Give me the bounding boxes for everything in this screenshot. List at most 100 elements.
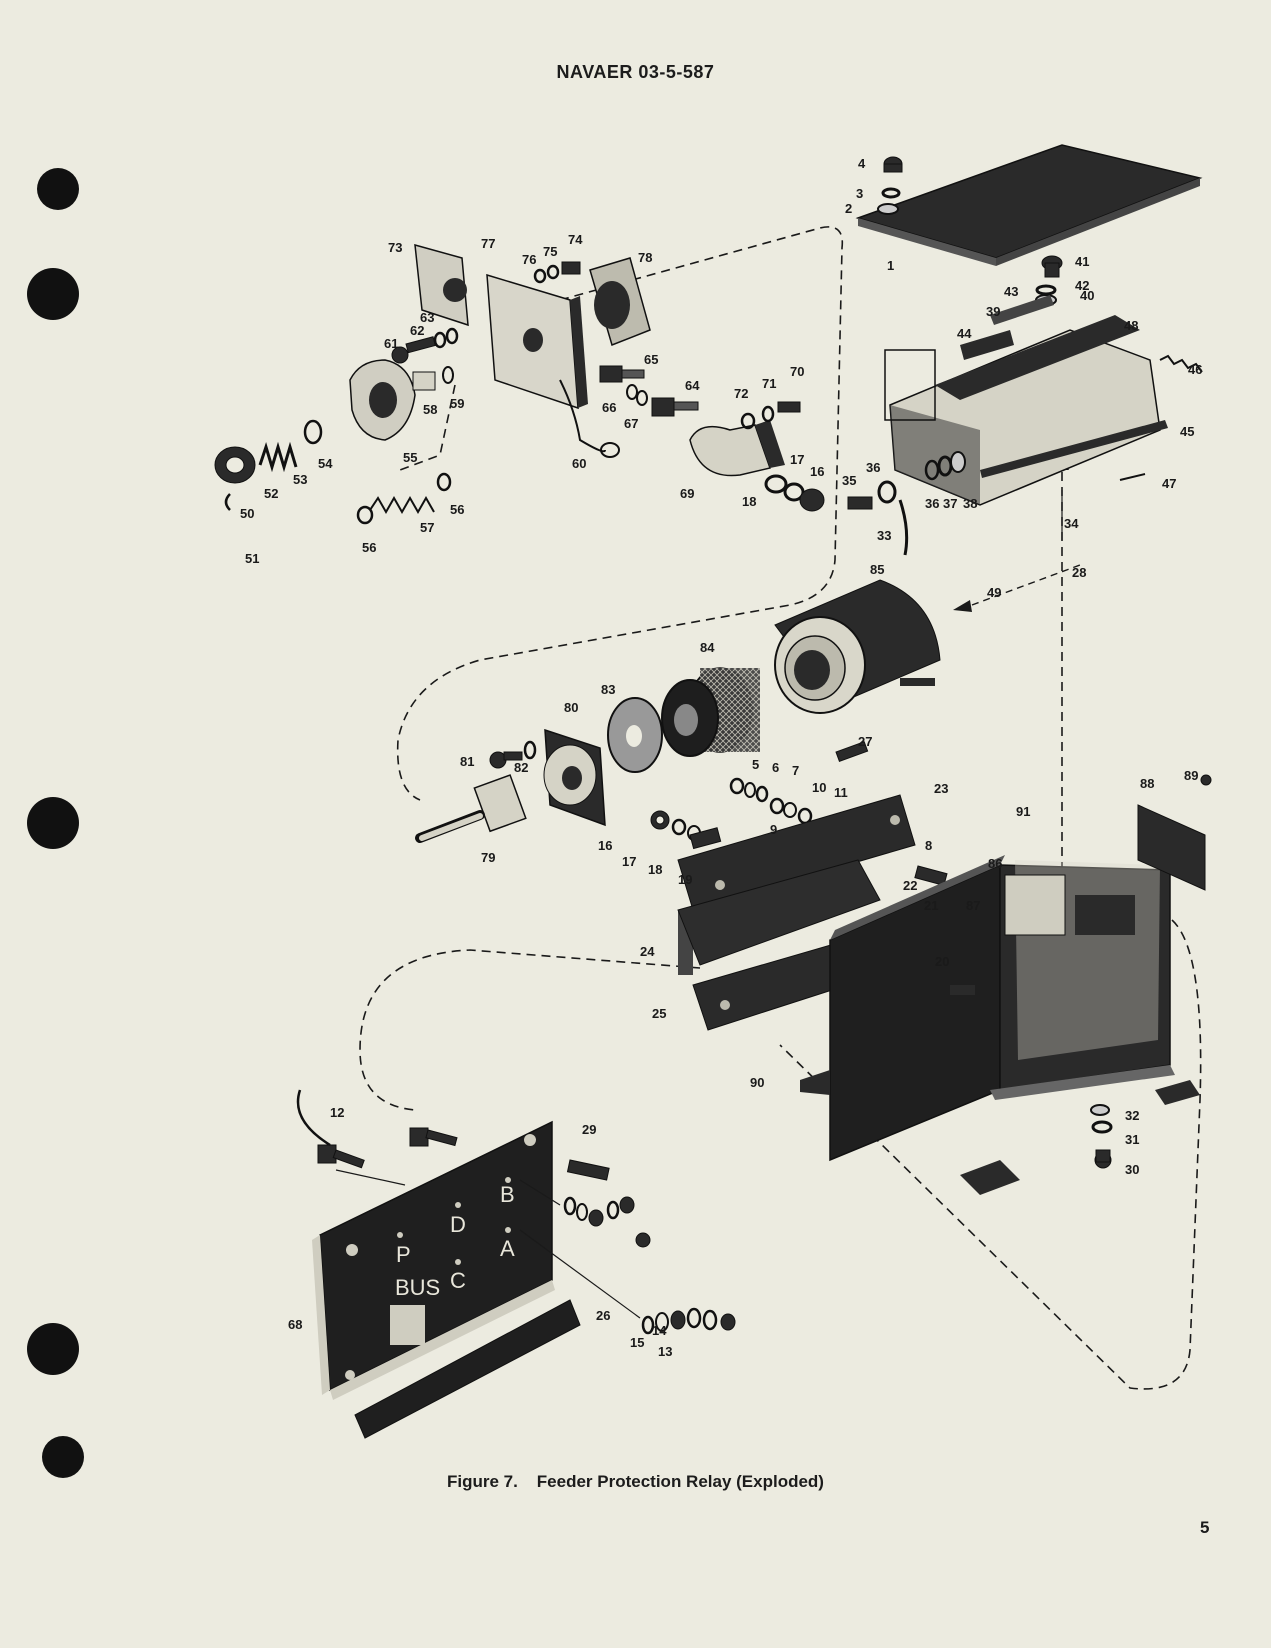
terminal-label-c: C	[450, 1268, 466, 1293]
callout-33: 33	[877, 528, 891, 543]
callout-86: 86	[988, 856, 1002, 871]
callout-3: 3	[856, 186, 863, 201]
binder-hole	[27, 797, 79, 849]
callout-41: 41	[1075, 254, 1089, 269]
armature-assembly	[349, 243, 651, 441]
callout-76: 76	[522, 252, 536, 267]
callout-48: 48	[1124, 318, 1138, 333]
callout-57: 57	[420, 520, 434, 535]
callout-28: 28	[1072, 565, 1086, 580]
plunger	[415, 774, 527, 843]
figure-caption: Figure 7. Feeder Protection Relay (Explo…	[0, 1472, 1271, 1492]
callout-81: 81	[460, 754, 474, 769]
callout-24: 24	[640, 944, 655, 959]
callout-38: 38	[963, 496, 977, 511]
callout-70: 70	[790, 364, 804, 379]
terminal-label-p: P	[396, 1242, 411, 1267]
callout-44: 44	[957, 326, 972, 341]
callout-7: 7	[792, 763, 799, 778]
binder-hole	[27, 268, 79, 320]
callout-79: 79	[481, 850, 495, 865]
callout-39: 39	[986, 304, 1000, 319]
callout-35: 35	[842, 473, 856, 488]
callout-46: 46	[1188, 362, 1202, 377]
callout-58: 58	[423, 402, 437, 417]
cover-plate	[855, 144, 1203, 266]
callout-62: 62	[410, 323, 424, 338]
terminal-label-d: D	[450, 1212, 466, 1237]
callout-20: 20	[935, 954, 949, 969]
callout-67: 67	[624, 416, 638, 431]
cotter-pin	[1119, 473, 1146, 481]
callout-52: 52	[264, 486, 278, 501]
callout-13: 13	[658, 1344, 672, 1359]
callout-72: 72	[734, 386, 748, 401]
insulating-bars	[677, 794, 926, 1031]
terminal-board	[312, 1120, 555, 1400]
small-hardware	[489, 740, 537, 769]
callout-10: 10	[812, 780, 826, 795]
callout-85: 85	[870, 562, 884, 577]
callout-66: 66	[602, 400, 616, 415]
callout-45: 45	[1180, 424, 1194, 439]
callout-63: 63	[420, 310, 434, 325]
callout-74: 74	[568, 232, 583, 247]
binder-hole	[42, 1436, 84, 1478]
callout-56: 56	[450, 502, 464, 517]
callout-15: 15	[630, 1335, 644, 1350]
callout-61: 61	[384, 336, 398, 351]
callout-30: 30	[1125, 1162, 1139, 1177]
callout-65: 65	[644, 352, 658, 367]
callout-69: 69	[680, 486, 694, 501]
callout-numbers: 1 2 3 4 5 6 7 8 9 10 11 12 13 14 15 16 1…	[240, 156, 1202, 1359]
name-plate	[1137, 804, 1206, 891]
callout-8: 8	[925, 838, 932, 853]
callout-36: 36	[866, 460, 880, 475]
spring	[1159, 354, 1203, 373]
washer	[607, 697, 663, 773]
callout-31: 31	[1125, 1132, 1139, 1147]
figure-caption-label: Figure 7.	[447, 1472, 518, 1491]
callout-14: 14	[652, 1323, 667, 1338]
callout-77: 77	[481, 236, 495, 251]
callout-36b: 36	[925, 496, 939, 511]
callout-42: 42	[1075, 278, 1089, 293]
callout-83: 83	[601, 682, 615, 697]
figure-caption-title: Feeder Protection Relay (Exploded)	[536, 1472, 824, 1491]
small-hardware	[214, 261, 581, 525]
wiring-lines	[335, 1169, 641, 1319]
callout-47: 47	[1162, 476, 1176, 491]
callout-9: 9	[770, 822, 777, 837]
callout-4: 4	[858, 156, 866, 171]
callout-50: 50	[240, 506, 254, 521]
callout-80: 80	[564, 700, 578, 715]
page-number: 5	[1200, 1518, 1210, 1537]
callout-82: 82	[514, 760, 528, 775]
callout-25: 25	[652, 1006, 666, 1021]
callout-49: 49	[987, 585, 1001, 600]
terminal-label-b: B	[500, 1182, 515, 1207]
callout-68: 68	[288, 1317, 302, 1332]
callout-1: 1	[887, 258, 894, 273]
callout-73: 73	[388, 240, 402, 255]
callout-17: 17	[790, 452, 804, 467]
callout-6: 6	[772, 760, 779, 775]
callout-29: 29	[582, 1122, 596, 1137]
callout-40: 40	[1080, 288, 1094, 303]
callout-23: 23	[934, 781, 948, 796]
bracket	[689, 420, 785, 477]
coil	[661, 667, 760, 757]
callout-19: 19	[678, 872, 692, 887]
callout-27: 27	[858, 734, 872, 749]
callout-16: 16	[810, 464, 824, 479]
callout-5: 5	[752, 757, 759, 772]
callout-26: 26	[596, 1308, 610, 1323]
callout-16b: 16	[598, 838, 612, 853]
relay-housing	[800, 855, 1200, 1195]
terminal-label-a: A	[500, 1236, 515, 1261]
small-hardware	[847, 451, 966, 556]
terminal-labels: B D P A C BUS	[395, 1182, 515, 1300]
callout-87: 87	[966, 898, 980, 913]
callout-22: 22	[903, 878, 917, 893]
